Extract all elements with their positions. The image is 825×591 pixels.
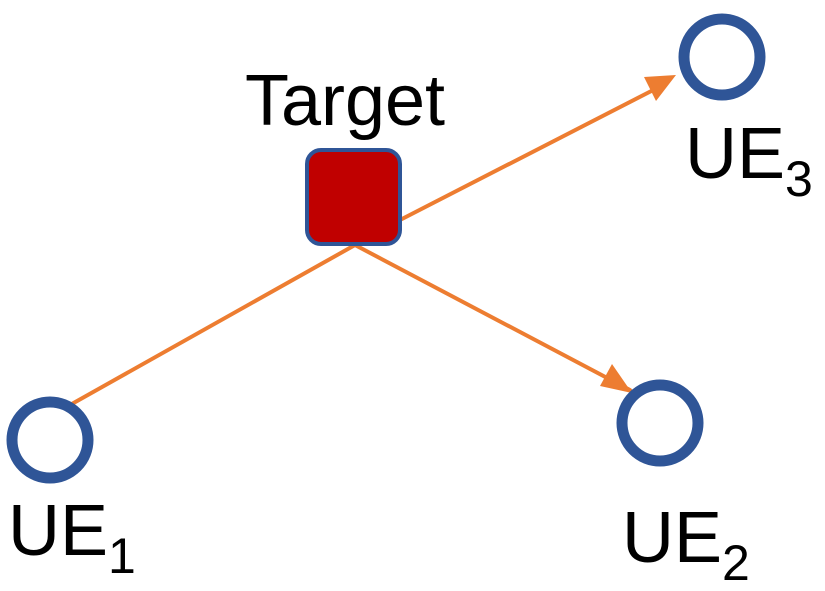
arrowhead-ue2 <box>600 364 632 393</box>
ue3-node <box>678 13 766 101</box>
arrowhead-ue3 <box>644 75 676 101</box>
edge-target-to-ue3 <box>398 82 667 222</box>
ue3-label: UE3 <box>685 114 813 207</box>
ue2-node <box>616 379 704 467</box>
ue2-label: UE2 <box>622 498 750 591</box>
target-label: Target <box>245 61 445 141</box>
target-square <box>305 148 402 246</box>
edge-target-to-ue2 <box>353 243 632 392</box>
edge-ue1-to-target <box>68 243 357 407</box>
ue1-label: UE1 <box>8 491 136 584</box>
ue1-node <box>6 396 94 484</box>
